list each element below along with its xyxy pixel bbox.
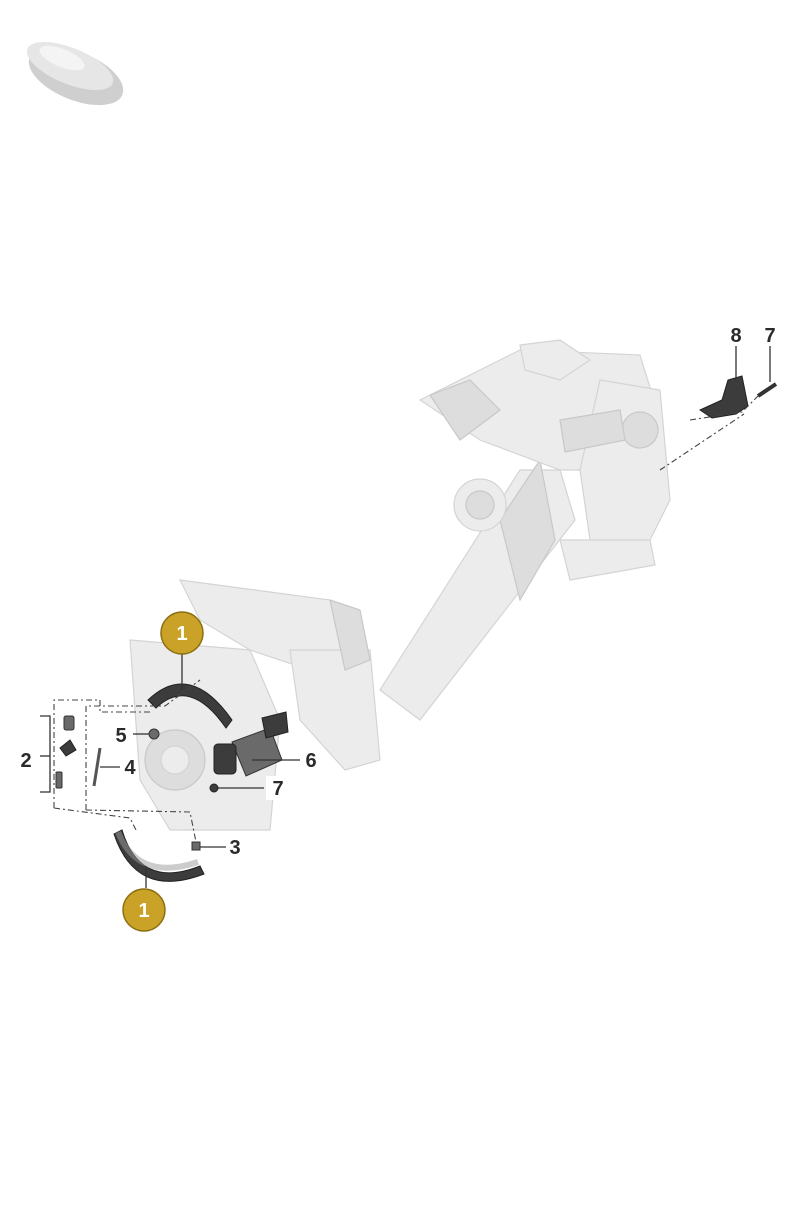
brake-shoe-lower	[113, 829, 205, 882]
svg-text:7: 7	[272, 778, 283, 800]
callout-badge-1-bottom: 1	[122, 888, 166, 932]
callout-8: 8	[730, 325, 741, 347]
return-spring	[92, 747, 102, 787]
callout-7-lower: 7	[266, 776, 290, 800]
fastener-5	[148, 728, 160, 740]
callout-5: 5	[115, 725, 126, 747]
callout-2: 2	[20, 750, 31, 772]
callout-6: 6	[305, 750, 316, 772]
callout-badge-1-top: 1	[160, 611, 204, 655]
callout-4: 4	[124, 757, 136, 779]
car-silhouette-icon	[26, 42, 124, 106]
svg-text:1: 1	[176, 623, 187, 645]
bolt-upper	[756, 382, 778, 398]
rear-subframe	[379, 339, 671, 721]
fastener-7-lower	[209, 783, 219, 793]
parking-brake-actuator	[213, 711, 289, 777]
sensor-bracket	[698, 375, 749, 419]
svg-text:1: 1	[138, 900, 149, 922]
callout-7-upper: 7	[764, 325, 775, 347]
adjuster-nut	[191, 841, 201, 851]
brake-shoe-upper	[147, 683, 233, 729]
callout-3: 3	[229, 837, 240, 859]
hold-down-pin-set	[55, 715, 77, 789]
